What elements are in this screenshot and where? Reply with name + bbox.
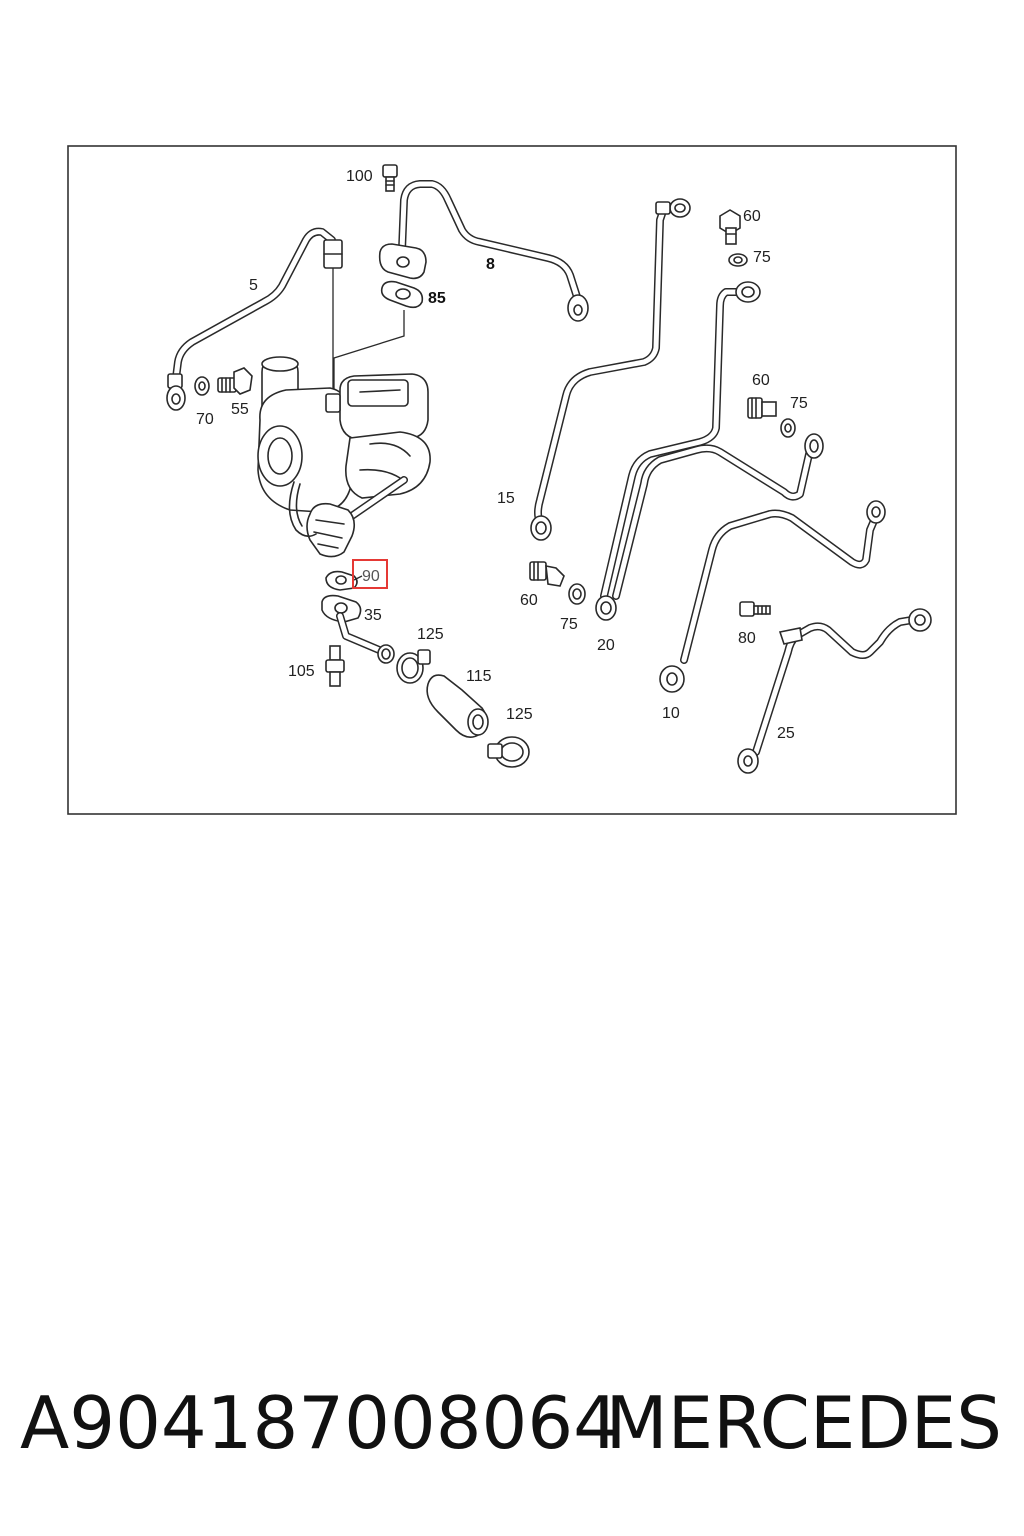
washer-75-lower [568,583,586,605]
callout-labels: 100 8 85 5 70 55 60 75 60 75 15 90 35 12… [196,168,808,742]
oil-pipe-20 [595,281,824,621]
turbocharger [257,356,431,558]
gasket-85 [333,280,424,390]
label-20: 20 [597,637,615,654]
banjo-bolt-60-middle [747,397,777,419]
oil-pipe-8 [378,180,589,322]
label-35: 35 [364,607,382,624]
label-75-lower: 75 [560,616,578,633]
diagram-frame [67,145,957,815]
bolt-100 [382,164,398,192]
label-75-upper: 75 [753,249,771,266]
hose-clamp-125-lower [487,736,530,768]
oil-pipe-25 [737,608,932,774]
label-70: 70 [196,411,214,428]
label-60-middle: 60 [752,372,770,389]
washer-75-middle [780,418,796,438]
washer-75-upper [728,253,748,267]
oil-pipe-10 [659,500,886,693]
hose-clamp-125-upper [396,649,431,684]
label-5: 5 [249,277,258,294]
label-100: 100 [346,168,373,185]
return-flange-35 [321,594,395,664]
fitting-105 [325,645,345,687]
banjo-bolt-60-upper [719,209,741,245]
banjo-bolt-60-lower [529,561,565,587]
label-115: 115 [466,668,492,685]
label-10: 10 [662,705,680,722]
oil-pipe-5 [166,227,343,411]
label-85: 85 [428,290,446,307]
oil-pipe-15 [530,198,691,541]
label-105: 105 [288,663,315,680]
label-90: 90 [362,568,380,585]
label-80: 80 [738,630,756,647]
banjo-bolt-55 [217,367,253,395]
label-25: 25 [777,725,795,742]
bolt-80 [739,601,771,617]
parts-diagram: 100 8 85 5 70 55 60 75 60 75 15 90 35 12… [67,145,957,815]
washer-70 [194,376,210,396]
label-15: 15 [497,490,515,507]
brand-name: MERCEDES [605,1381,1002,1465]
footer: A904187008064 MERCEDES [0,1378,1024,1468]
part-number: A904187008064 [20,1381,619,1465]
label-60-lower: 60 [520,592,538,609]
label-55: 55 [231,401,249,418]
hose-115 [426,674,489,738]
label-8: 8 [486,256,495,273]
highlight-box-90 [352,559,388,589]
label-125-lower: 125 [506,706,533,723]
label-75-middle: 75 [790,395,808,412]
label-60-upper: 60 [743,208,761,225]
gasket-90 [325,570,363,591]
label-125-upper: 125 [417,626,444,643]
